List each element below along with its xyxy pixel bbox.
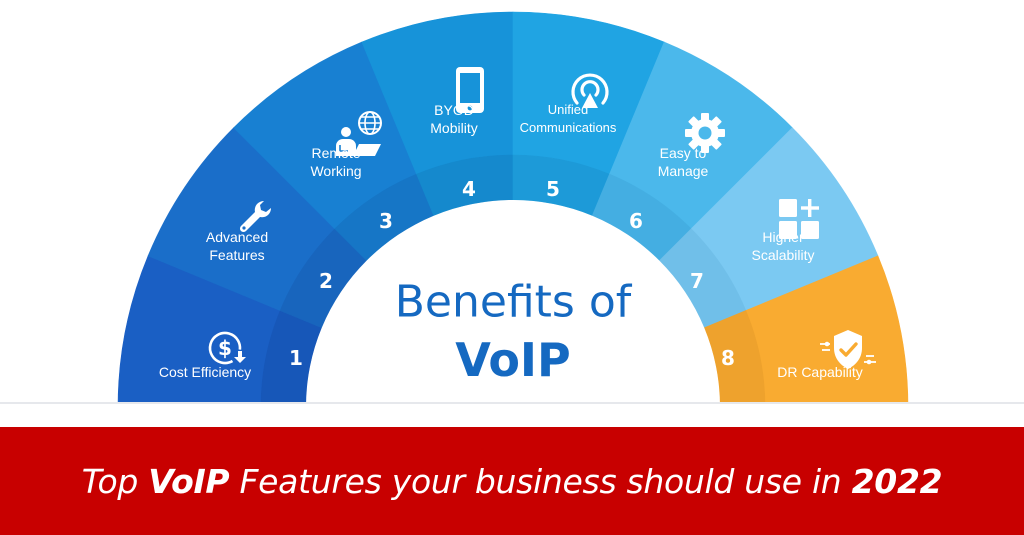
segment-3-number: 3 — [379, 209, 393, 233]
segment-7-label: Higher Scalability — [751, 229, 815, 263]
segment-1-label: Cost Efficiency — [158, 364, 252, 380]
segment-8-label: DR Capability — [777, 364, 863, 380]
center-title: Benefits of — [394, 276, 632, 328]
svg-text:$: $ — [218, 336, 232, 360]
segment-4-label: BYOD Mobility — [430, 102, 478, 136]
banner-text-year: 2022 — [851, 461, 943, 501]
base-divider — [0, 402, 1024, 404]
segment-1-number: 1 — [289, 346, 303, 370]
segment-3-label: Remote Working — [310, 145, 362, 179]
footer-banner: Top VoIP Features your business should u… — [0, 427, 1024, 535]
banner-text-start: Top — [81, 461, 149, 501]
banner-text-voip: VoIP — [148, 461, 230, 501]
banner-text-middle: Features your business should use in — [229, 461, 852, 501]
segment-4-number: 4 — [462, 177, 476, 201]
benefits-diagram: $ Cost Efficiency 1 Advanced Features 2 … — [0, 11, 1024, 408]
semicircle-segments — [117, 11, 909, 408]
segment-5-number: 5 — [546, 177, 560, 201]
segment-2-number: 2 — [319, 269, 333, 293]
segment-8-number: 8 — [721, 346, 735, 370]
segment-6-number: 6 — [629, 209, 643, 233]
segment-7-number: 7 — [690, 269, 704, 293]
segment-2-label: Advanced Features — [205, 229, 269, 263]
segment-6-label: Easy to Manage — [657, 145, 709, 179]
center-subtitle: VoIP — [455, 333, 571, 387]
segment-5-label: Unified Communications — [519, 102, 617, 135]
banner-headline: Top VoIP Features your business should u… — [82, 462, 943, 501]
